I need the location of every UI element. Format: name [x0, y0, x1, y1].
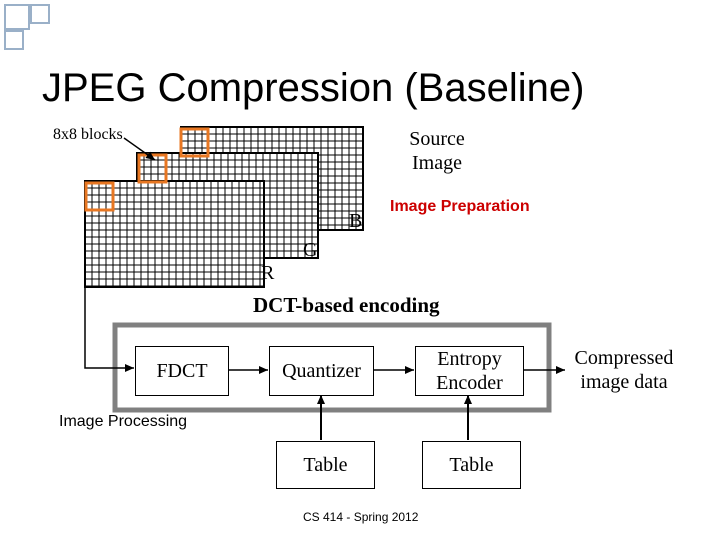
fdct-box: FDCT: [135, 346, 229, 396]
dct-encoding-label: DCT-based encoding: [253, 293, 440, 317]
corner-decoration: [4, 4, 30, 30]
image-to-fdct-arrow: [84, 288, 134, 372]
plane-label-g: G: [303, 239, 318, 261]
quantization-table-box: Table: [276, 441, 375, 489]
corner-decoration: [30, 4, 50, 24]
source-image-label: Source Image: [409, 128, 465, 174]
slide-title: JPEG Compression (Baseline): [42, 66, 585, 110]
block-highlight-b: [179, 127, 210, 158]
compressed-output-label: Compressed image data: [574, 347, 674, 393]
plane-r: [84, 180, 265, 288]
quantizer-box: Quantizer: [269, 346, 374, 396]
image-processing-label: Image Processing: [59, 413, 188, 430]
plane-label-r: R: [261, 262, 275, 284]
slide-footer: CS 414 - Spring 2012: [303, 510, 419, 524]
blocks-label: 8x8 blocks: [53, 126, 123, 143]
image-planes: [84, 126, 364, 288]
entropy-table-box: Table: [422, 441, 521, 489]
image-preparation-label: Image Preparation: [390, 198, 530, 215]
corner-decoration: [4, 30, 24, 50]
entropy-encoder-box: Entropy Encoder: [415, 346, 524, 396]
block-highlight-r: [84, 181, 115, 212]
blocks-pointer-arrow: [123, 137, 156, 161]
plane-label-b: B: [349, 210, 363, 232]
